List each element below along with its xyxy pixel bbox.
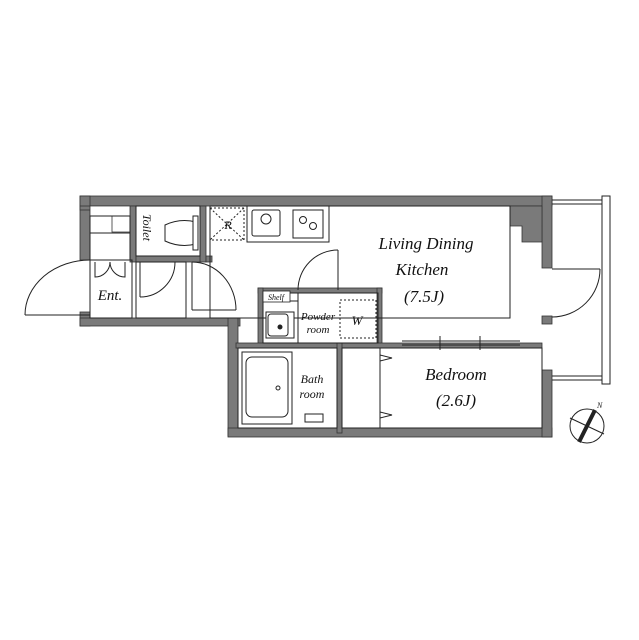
- bathtub: [241, 351, 324, 425]
- fridge-label: R: [223, 218, 232, 232]
- entrance-door: [24, 259, 91, 318]
- toilet-fixture: [164, 215, 199, 251]
- washer-space: [339, 299, 377, 339]
- shelf-label: Shelf: [268, 293, 286, 302]
- ldk-label-2: Kitchen: [395, 260, 449, 279]
- walls: [79, 195, 553, 438]
- bedroom-size: (2.6J): [436, 391, 476, 410]
- svg-text:N: N: [596, 401, 603, 410]
- fridge-space: [209, 207, 245, 241]
- balcony: [552, 195, 611, 385]
- ldk-size: (7.5J): [404, 287, 444, 306]
- bath-label-2: room: [300, 387, 325, 401]
- bedroom-label: Bedroom: [425, 365, 487, 384]
- kitchen-counter: [246, 205, 330, 243]
- washer-label: W: [352, 313, 364, 328]
- toilet-label: Toilet: [140, 214, 154, 242]
- powder-label-1: Powder: [300, 311, 336, 323]
- bath-label-1: Bath: [301, 372, 324, 386]
- powder-label-2: room: [307, 324, 330, 336]
- entrance-label: Ent.: [97, 288, 123, 304]
- compass-icon: N: [569, 401, 605, 444]
- ldk-label-1: Living Dining: [378, 234, 474, 253]
